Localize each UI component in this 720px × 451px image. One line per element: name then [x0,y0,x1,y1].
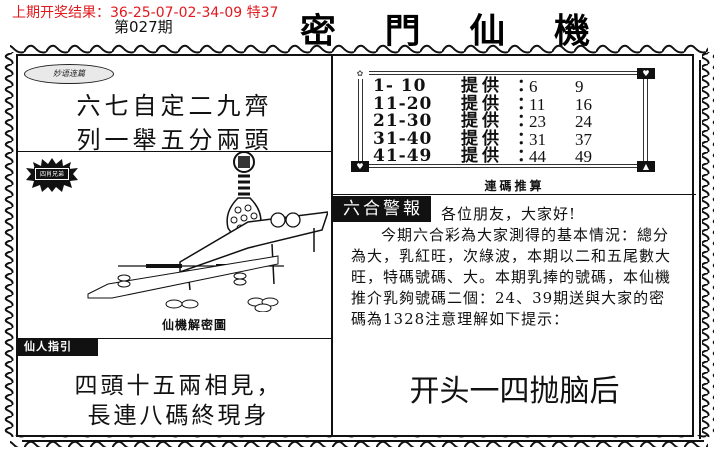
rail-right [643,76,648,164]
badge-label: 四肖兄弟 [34,167,70,181]
number-rows: 1- 10 提供 ： 6 9 11-20 提供 ： 11 16 21-30 提供… [373,78,615,166]
alarm-article: 各位朋友，大家好! 今期六合彩為大家測得的基本情況：總分為大，乳紅旺，次綠波，本… [351,204,681,330]
greeting: 各位朋友，大家好! [441,205,577,223]
guide-line-1: 四頭十五兩相見， [74,373,283,399]
poem-panel: 妙语连篇 六七自定二九齊 列一舉五分兩頭 [18,56,331,154]
corner-ornament-icon: ▲ [637,161,655,172]
guide-line-2: 長連八碼終現身 [87,403,270,429]
range: 31-40 [373,128,433,149]
last-result-label: 上期开奖结果： [12,5,110,21]
corner-ornament-icon: ♥ [637,68,655,79]
illustration-vase-table [87,152,328,312]
colon: ： [517,93,534,114]
number-1: 11 [529,94,546,114]
corner-ornament-icon: ♥ [351,161,369,172]
number-2: 49 [575,147,592,167]
issue-number: 第027期 [114,18,173,36]
provide-label: 提供 [461,76,503,97]
provide-label: 提供 [461,128,503,149]
number-1: 6 [529,77,538,97]
colon: ： [517,128,534,149]
range: 1- 10 [373,76,427,97]
left-separator [18,338,331,339]
range: 11-20 [373,93,433,114]
number-row: 31-40 提供 ： 31 37 [373,128,615,149]
number-row: 1- 10 提供 ： 6 9 [373,78,615,96]
special-number: 特37 [246,5,279,21]
number-row: 41-49 提供 ： 44 49 [373,148,615,166]
column-divider [331,56,333,435]
number-1: 23 [529,112,546,132]
oval-label: 妙语连篇 [24,64,114,84]
last-result-numbers: 36-25-07-02-34-09 [110,5,243,21]
guide-tag: 仙人指引 [18,338,98,356]
right-separator [333,194,696,195]
number-row: 21-30 提供 ： 23 24 [373,113,615,131]
last-draw-result: 上期开奖结果：36-25-07-02-34-09 特37 [12,2,278,22]
colon: ： [517,111,534,132]
provide-label: 提供 [461,146,503,167]
picture-caption: 仙機解密圖 [161,318,227,332]
provide-label: 提供 [461,111,503,132]
number-2: 16 [575,94,592,114]
picture-panel: 四肖兄弟 [18,152,331,338]
frame-shadow-right [699,60,701,439]
poem-line-2: 列一舉五分兩頭 [76,126,273,154]
number-row: 11-20 提供 ： 11 16 [373,93,615,114]
colon: ： [517,76,534,97]
number-1: 44 [529,147,546,167]
provide-label: 提供 [461,93,503,114]
corner-ornament-icon: ✿ [351,68,369,79]
article-body: 今期六合彩為大家測得的基本情況：總分為大，乳紅旺，次綠波，本期以二和五尾數大旺，… [351,226,672,328]
rail-bottom [361,164,645,168]
number-2: 37 [575,129,592,149]
alarm-tag: 六合警報 [333,196,431,222]
number-box-caption: 連碼推算 [484,179,545,193]
number-box: ✿ ♥ ♥ ▲ 1- 10 提供 ： 6 9 11-20 提供 ： 11 16 … [351,68,655,174]
colon: ： [517,146,534,167]
number-1: 31 [529,129,546,149]
rail-left [358,76,363,164]
number-2: 9 [575,77,584,97]
poem-line-1: 六七自定二九齊 [76,92,273,120]
range: 41-49 [373,146,433,167]
number-2: 24 [575,112,592,132]
frame-shadow-bottom [22,440,704,442]
main-frame: 妙语连篇 六七自定二九齊 列一舉五分兩頭 四肖兄弟 [16,54,704,442]
range: 21-30 [373,111,433,132]
hint-text: 开头一四抛脑后 [409,374,620,409]
rail-top [361,71,645,75]
